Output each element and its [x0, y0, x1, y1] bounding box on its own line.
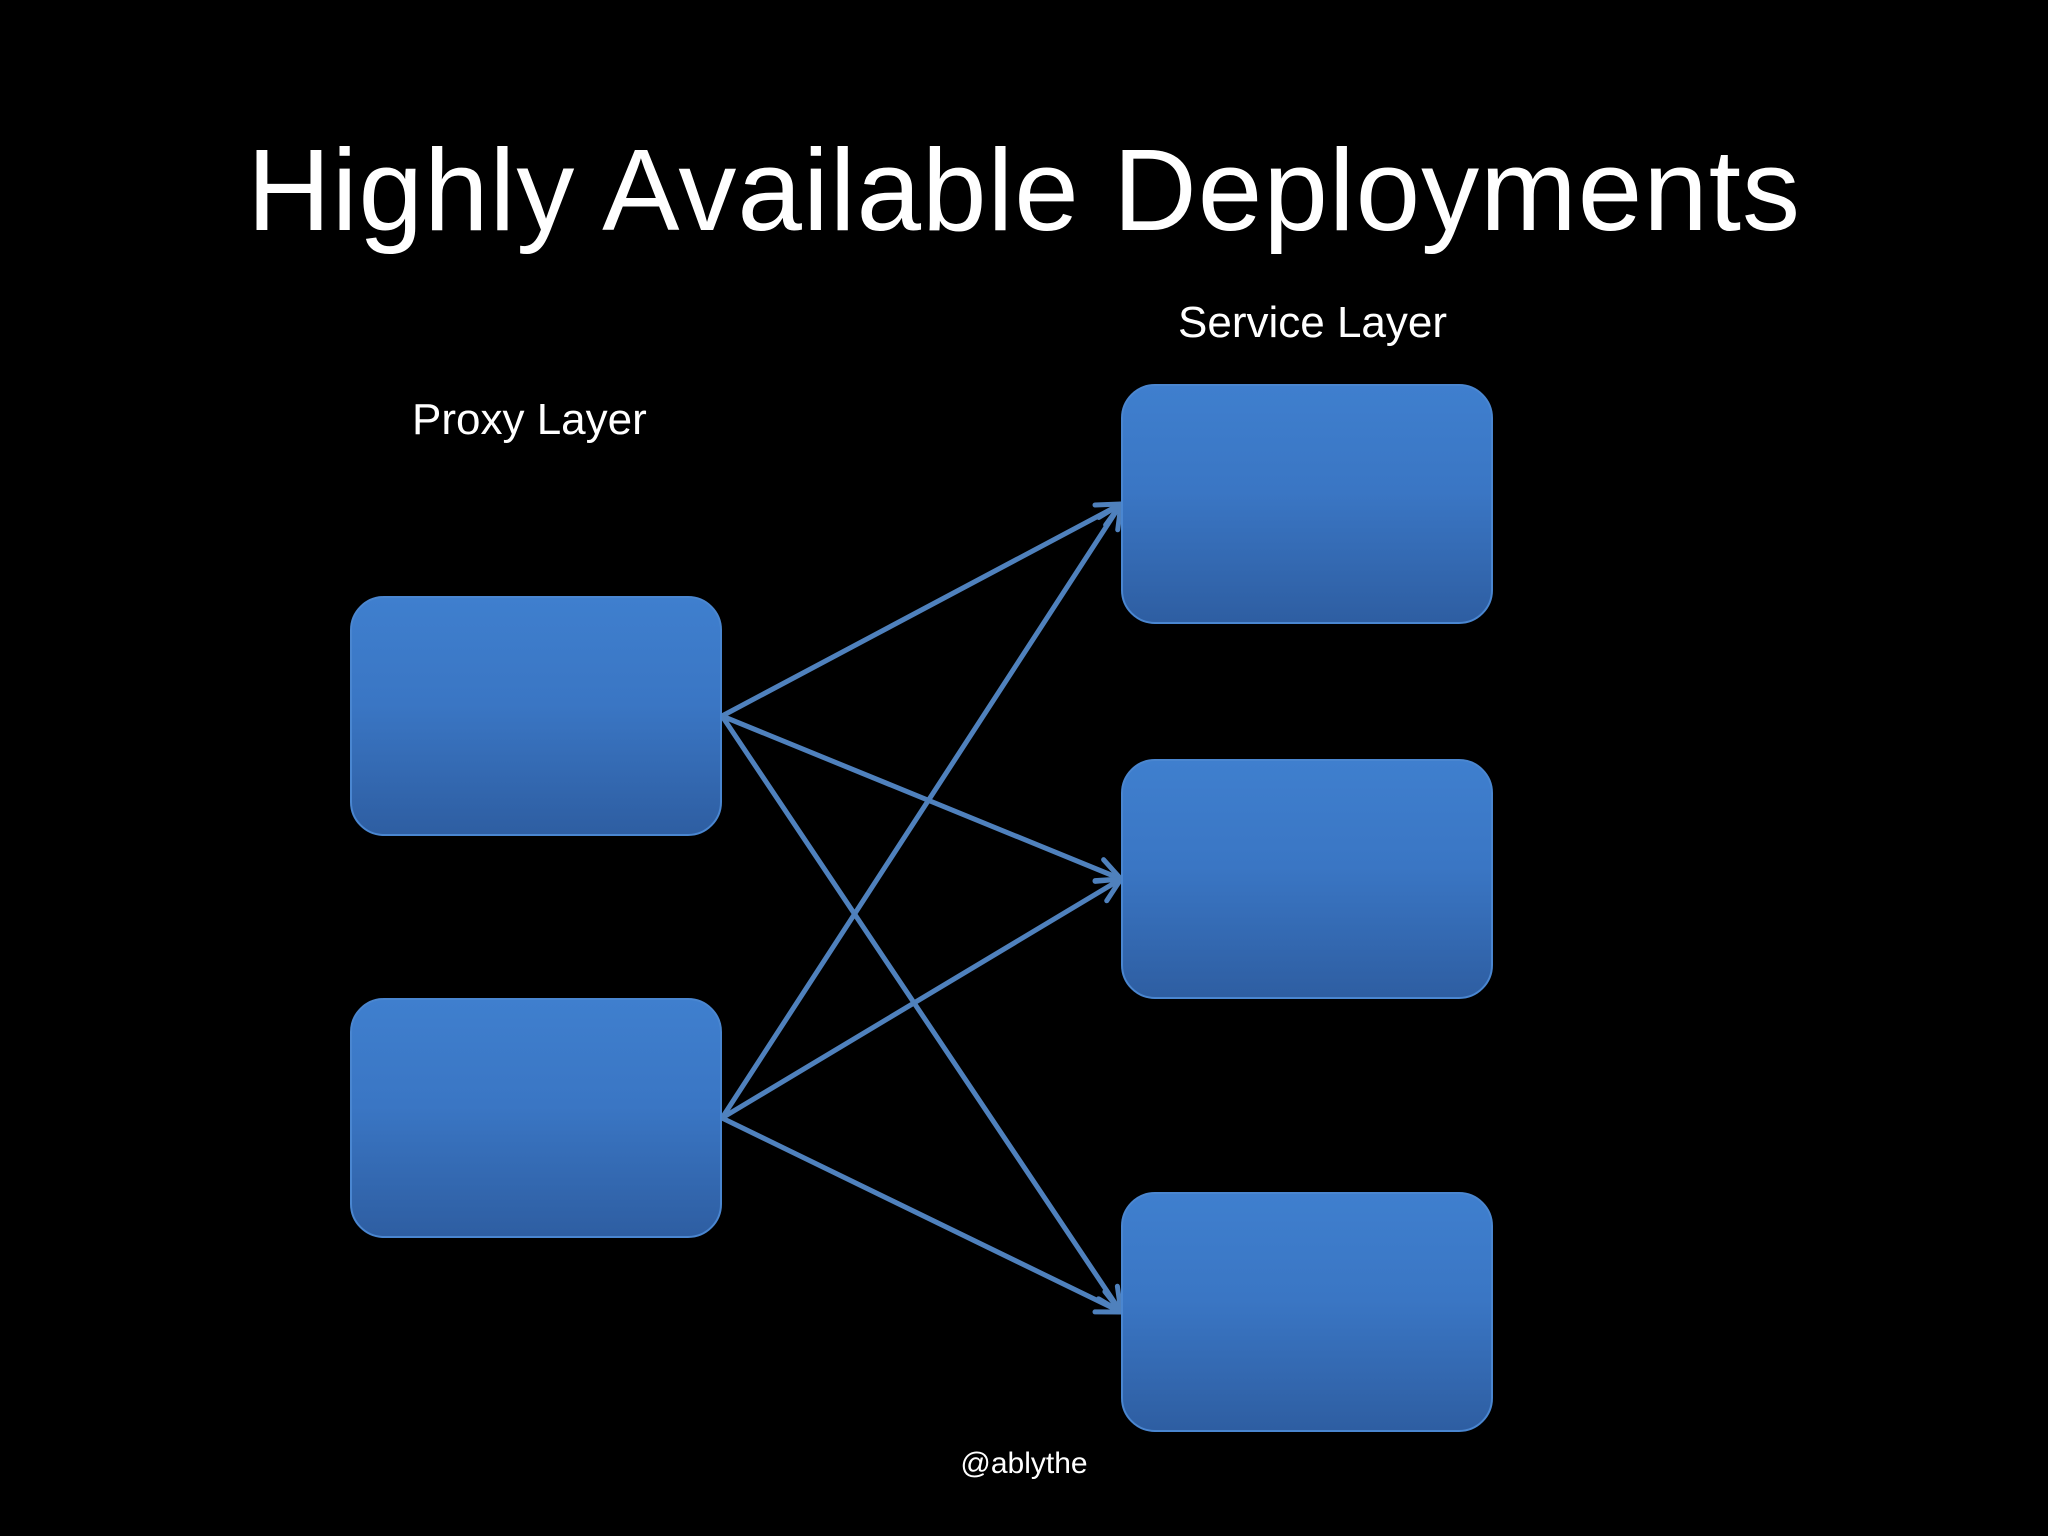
service-node-2: [1121, 759, 1493, 999]
connector-proxy-2-to-service-2: [719, 876, 1124, 1121]
service-node-3: [1121, 1192, 1493, 1432]
footer-handle: @ablythe: [960, 1447, 1088, 1480]
connector-proxy-2-to-service-1: [719, 501, 1124, 1121]
arrowhead-proxy-1-to-service-3: [1096, 1283, 1124, 1315]
arrowhead-proxy-2-to-service-1: [1096, 501, 1124, 533]
proxy-node-2: [350, 998, 722, 1238]
arrowhead-proxy-2-to-service-3: [1092, 1289, 1124, 1315]
service-node-1: [1121, 384, 1493, 624]
arrowhead-proxy-1-to-service-1: [1092, 501, 1124, 528]
slide-title: Highly Available Deployments: [246, 125, 1801, 255]
proxy-node-1: [350, 596, 722, 836]
proxy-layer-label: Proxy Layer: [412, 395, 647, 444]
arrowhead-proxy-2-to-service-2: [1092, 876, 1124, 904]
connector-proxy-1-to-service-3: [719, 713, 1124, 1315]
connector-proxy-2-to-service-3: [719, 1115, 1124, 1315]
connector-proxy-1-to-service-1: [719, 501, 1124, 719]
service-layer-label: Service Layer: [1178, 298, 1448, 347]
arrowhead-proxy-1-to-service-2: [1092, 857, 1124, 884]
connector-proxy-1-to-service-2: [719, 713, 1124, 882]
